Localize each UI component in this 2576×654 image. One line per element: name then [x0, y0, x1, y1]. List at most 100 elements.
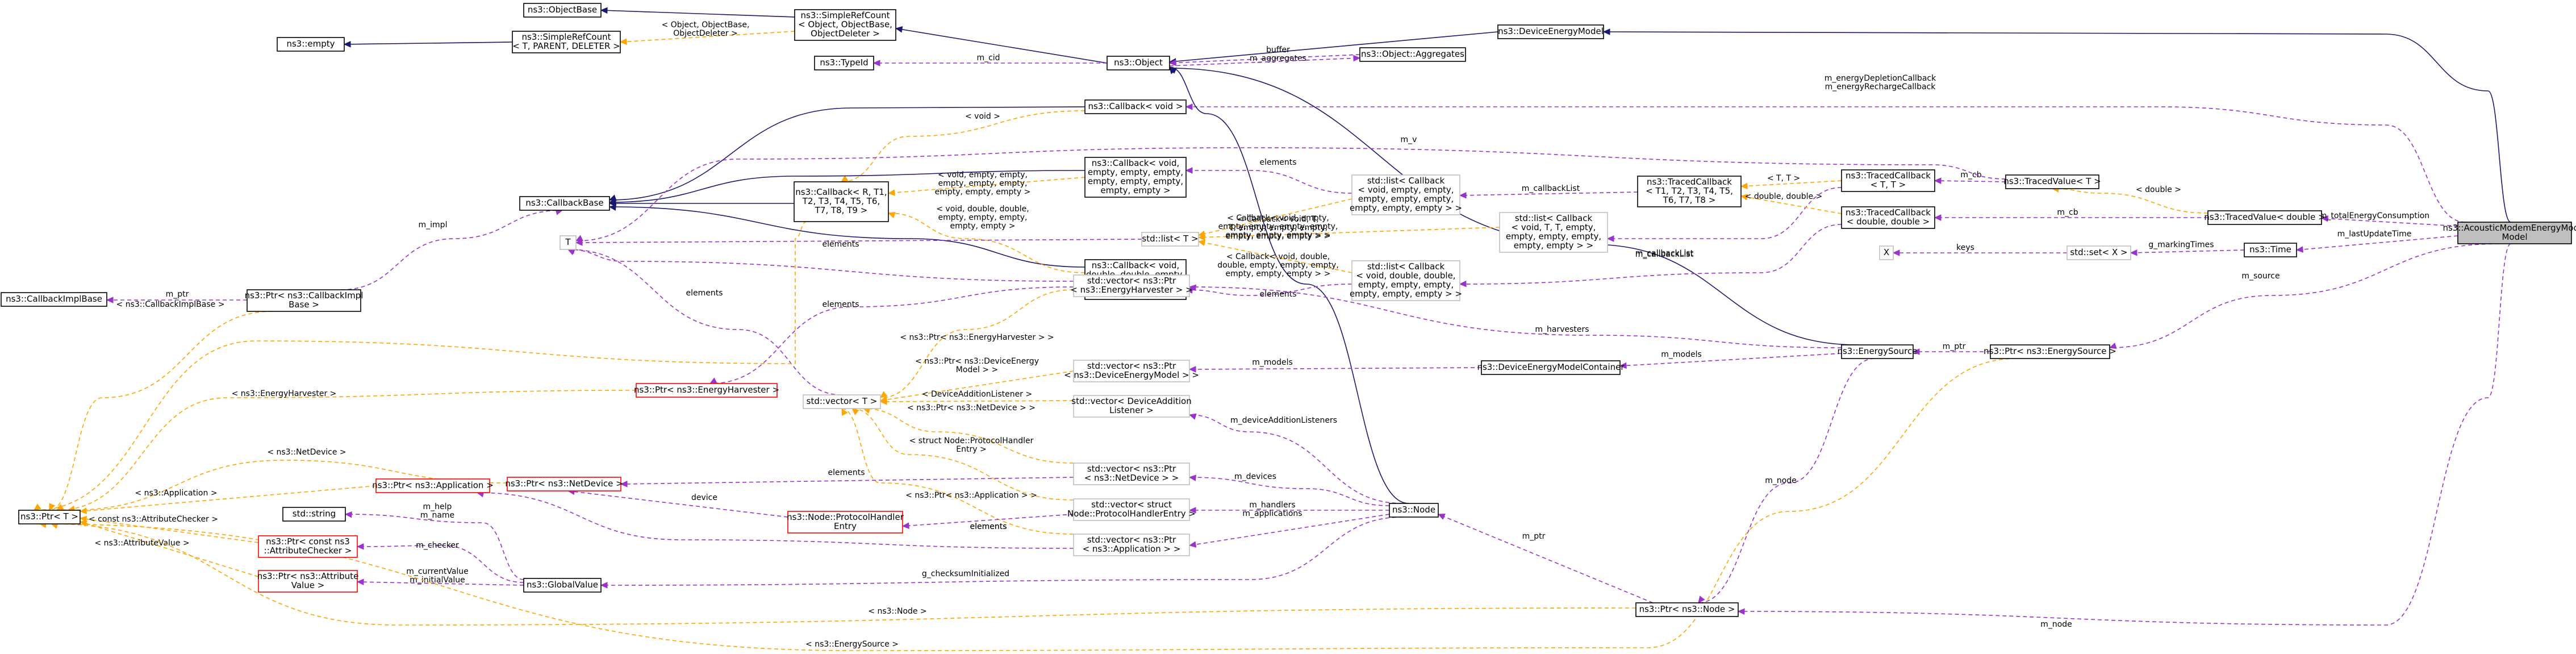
edge-line	[851, 408, 1074, 501]
edge-label: m_harvesters	[1535, 325, 1589, 334]
node-vec-application[interactable]: std::vector< ns3::Ptr< ns3::Application …	[1073, 534, 1190, 556]
node-ptr-energy-harvester[interactable]: ns3::Ptr< ns3::EnergyHarvester >	[634, 383, 779, 398]
node-std-string[interactable]: std::string	[282, 507, 346, 522]
edge-label: elements	[686, 289, 723, 298]
node-traced-callback-tt[interactable]: ns3::TracedCallback< T, T >	[1841, 169, 1935, 192]
node-label: Listener >	[1109, 405, 1154, 415]
node-label: ns3::Object	[1114, 57, 1163, 68]
node-label: empty, empty >	[1100, 185, 1170, 195]
edge-label: device	[691, 493, 717, 502]
node-box	[2207, 210, 2322, 225]
node-ptr-node[interactable]: ns3::Ptr< ns3::Node >	[1635, 602, 1739, 617]
node-label: < void, empty, empty,	[1358, 185, 1454, 195]
node-label: Value >	[291, 580, 325, 590]
node-vec-net-device[interactable]: std::vector< ns3::Ptr< ns3::NetDevice > …	[1073, 463, 1190, 485]
edge-ptr-application-to-ptr-t: < ns3::Application >	[79, 485, 377, 514]
node-time[interactable]: ns3::Time	[2244, 243, 2297, 257]
node-global-value[interactable]: ns3::GlobalValue	[523, 578, 602, 593]
node-energy-source[interactable]: ns3::EnergySource	[1837, 344, 1918, 359]
edge-label: < ns3::Ptr< ns3::NetDevice > >	[907, 403, 1036, 413]
node-traced-value-t[interactable]: ns3::TracedValue< T >	[2003, 174, 2101, 189]
edge-label: m_energyDepletionCallback	[1825, 74, 1936, 83]
edge-line	[1189, 286, 1842, 348]
node-ptr-application[interactable]: ns3::Ptr< ns3::Application >	[372, 478, 494, 493]
node-callback-void[interactable]: ns3::Callback< void >	[1084, 99, 1187, 114]
node-simple-ref-count-t[interactable]: ns3::SimpleRefCount< T, PARENT, DELETER …	[512, 31, 621, 53]
edge-label: m_callbackList	[1522, 184, 1580, 193]
node-box	[787, 511, 903, 534]
node-callback-void-empty[interactable]: ns3::Callback< void,empty, empty, empty,…	[1084, 157, 1187, 198]
node-ptr-t[interactable]: ns3::Ptr< T >	[18, 510, 81, 524]
node-simple-ref-count-obj[interactable]: ns3::SimpleRefCount< Object, ObjectBase,…	[794, 9, 896, 41]
edge-simple-ref-count-obj-to-object-base	[600, 7, 795, 18]
node-label: ns3::GlobalValue	[527, 580, 598, 590]
node-callback-base[interactable]: ns3::CallbackBase	[519, 196, 610, 211]
edge-time-to-std-set-x: g_markingTimes	[2130, 240, 2245, 256]
node-type-id[interactable]: ns3::TypeId	[814, 56, 874, 70]
node-device-energy-model[interactable]: ns3::DeviceEnergyModel	[1497, 24, 1604, 39]
node-label: Entry	[834, 521, 857, 531]
node-label: < void, T, T, empty,	[1512, 222, 1596, 232]
node-node[interactable]: ns3::Node	[1389, 503, 1439, 518]
edge-label: elements	[822, 240, 859, 249]
node-object-base[interactable]: ns3::ObjectBase	[523, 3, 602, 18]
edge-label: m_impl	[419, 220, 448, 230]
node-std-list-t[interactable]: std::list< T >	[1141, 232, 1199, 247]
node-list-cb-t[interactable]: std::list< Callback< void, T, T, empty,e…	[1499, 212, 1608, 253]
node-label: std::vector< ns3::Ptr	[1087, 276, 1176, 286]
node-t[interactable]: T	[560, 235, 577, 250]
node-empty[interactable]: ns3::empty	[277, 37, 345, 52]
edge-label: m_help	[423, 502, 452, 511]
edge-label: m_currentValue	[406, 567, 469, 576]
edge-label: m_source	[2241, 272, 2279, 281]
edge-line	[1186, 170, 1352, 194]
node-box	[1351, 260, 1460, 301]
node-box	[1084, 157, 1187, 198]
node-traced-callback-generic[interactable]: ns3::TracedCallback< T1, T2, T3, T4, T5,…	[1637, 176, 1742, 207]
edge-label: < void, empty, empty,	[938, 170, 1028, 180]
node-ptr-attribute-value[interactable]: ns3::Ptr< ns3::AttributeValue >	[257, 570, 359, 593]
edge-global-value-to-ptr-attribute-checker: m_checker	[356, 541, 524, 583]
edge-label: < ns3::Ptr< ns3::DeviceEnergy	[915, 357, 1039, 366]
node-std-set-x[interactable]: std::set< X >	[2066, 245, 2131, 260]
node-ptr-attribute-checker[interactable]: ns3::Ptr< const ns3::AttributeChecker >	[258, 535, 358, 558]
edge-label: m_totalEnergyConsumption	[2319, 211, 2429, 220]
node-ptr-net-device[interactable]: ns3::Ptr< ns3::NetDevice >	[505, 477, 623, 491]
node-vec-energy-harvester[interactable]: std::vector< ns3::Ptr< ns3::EnergyHarves…	[1070, 274, 1193, 297]
node-object[interactable]: ns3::Object	[1107, 56, 1170, 70]
node-callback-t[interactable]: ns3::Callback< R, T1,T2, T3, T4, T5, T6,…	[794, 181, 889, 222]
node-ptr-callback-impl-base[interactable]: ns3::Ptr< ns3::CallbackImplBase >	[245, 289, 364, 312]
node-box	[2244, 243, 2297, 257]
node-ptr-energy-source[interactable]: ns3::Ptr< ns3::EnergySource >	[1984, 344, 2116, 359]
node-label: X	[1884, 247, 1889, 257]
node-label: std::set< X >	[2070, 247, 2127, 257]
edge-traced-value-t-to-t: m_v	[575, 135, 2006, 241]
edge-line	[567, 249, 1074, 282]
node-vec-protocol-handler-entry[interactable]: std::vector< structNode::ProtocolHandler…	[1067, 498, 1196, 521]
edge-line	[1738, 243, 2511, 626]
node-traced-value-double[interactable]: ns3::TracedValue< double >	[2204, 210, 2326, 225]
node-label: ns3::TracedCallback	[1846, 207, 1931, 218]
node-std-vector-t[interactable]: std::vector< T >	[803, 394, 881, 409]
node-list-cb-double[interactable]: std::list< Callback< void, double, doubl…	[1350, 260, 1462, 301]
node-protocol-handler-entry[interactable]: ns3::Node::ProtocolHandlerEntry	[787, 511, 904, 534]
node-device-energy-model-container[interactable]: ns3::DeviceEnergyModelContainer	[1477, 360, 1625, 375]
node-label: ns3::TracedCallback	[1846, 170, 1931, 181]
edge-label: m_ptr	[166, 290, 189, 299]
node-vec-device-energy-model[interactable]: std::vector< ns3::Ptr< ns3::DeviceEnergy…	[1064, 360, 1199, 382]
node-list-cb-empty[interactable]: std::list< Callback< void, empty, empty,…	[1350, 174, 1462, 215]
edge-line	[34, 221, 807, 511]
node-aggregates[interactable]: ns3::Object::Aggregates	[1359, 47, 1466, 62]
node-vec-device-addition-listener[interactable]: std::vector< DeviceAdditionListener >	[1071, 395, 1192, 418]
edge-line	[477, 492, 1074, 549]
node-callback-impl-base[interactable]: ns3::CallbackImplBase	[1, 292, 107, 307]
node-traced-callback-double[interactable]: ns3::TracedCallback< double, double >	[1841, 206, 1935, 229]
node-x[interactable]: X	[1879, 245, 1894, 260]
edge-arrowhead	[880, 391, 888, 398]
edge-line	[575, 239, 1142, 243]
node-box	[1497, 24, 1604, 39]
edge-arrowhead	[1698, 595, 1705, 603]
edge-line	[567, 490, 788, 518]
edge-arrowhead	[1459, 280, 1467, 288]
